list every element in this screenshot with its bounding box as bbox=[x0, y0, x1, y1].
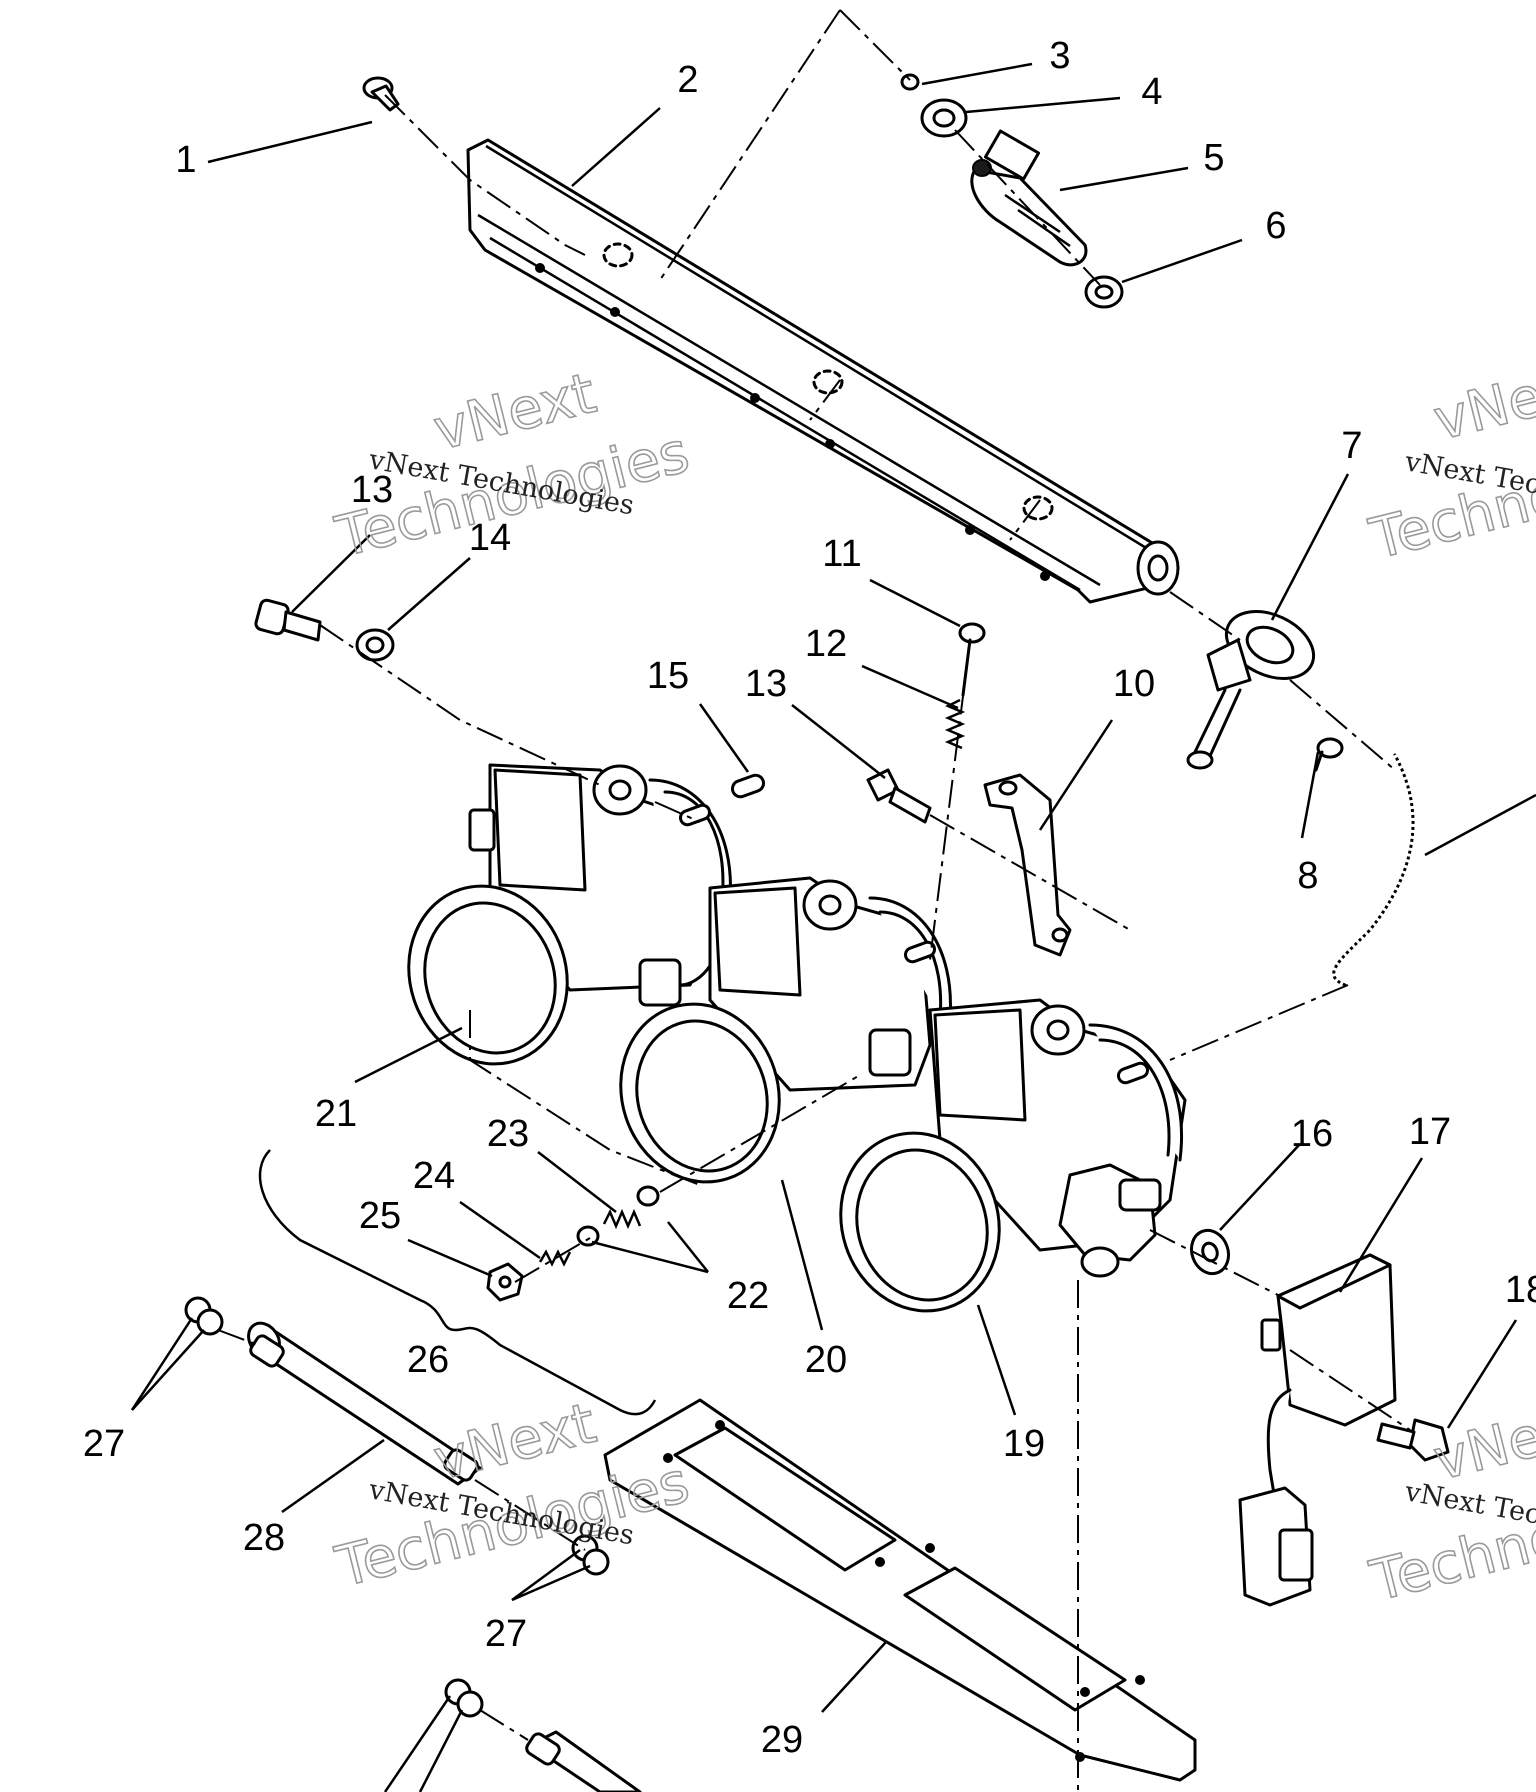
spring-12 bbox=[944, 698, 966, 750]
shaft-28 bbox=[247, 1321, 482, 1486]
callout-23: 23 bbox=[487, 1113, 529, 1155]
fuel-hose bbox=[1328, 752, 1536, 990]
grommet-4 bbox=[920, 98, 968, 138]
fuel-injector-5 bbox=[970, 129, 1088, 267]
callout-14: 14 bbox=[469, 517, 511, 559]
screw-8 bbox=[1314, 737, 1344, 772]
watermark-big-line1: vNext bbox=[1428, 1391, 1536, 1494]
bolt-13-middle bbox=[866, 768, 932, 824]
screw-24 bbox=[538, 1249, 572, 1267]
pin-15 bbox=[730, 773, 766, 799]
callout-8: 8 bbox=[1297, 855, 1318, 897]
callout-4: 4 bbox=[1141, 71, 1162, 113]
leader-lines bbox=[130, 62, 1518, 1792]
fuel-rail bbox=[466, 138, 1180, 604]
seal-6 bbox=[1084, 275, 1124, 309]
callout-12: 12 bbox=[805, 623, 847, 665]
bolt-13-left bbox=[254, 598, 322, 642]
o-ring-3 bbox=[900, 73, 920, 91]
callout-20: 20 bbox=[805, 1339, 847, 1381]
callout-25: 25 bbox=[359, 1195, 401, 1237]
callout-10: 10 bbox=[1113, 663, 1155, 705]
callout-21: 21 bbox=[315, 1093, 357, 1135]
callout-17: 17 bbox=[1409, 1111, 1451, 1153]
bolt-18 bbox=[1376, 1418, 1450, 1462]
sensor-module-17 bbox=[1238, 1253, 1397, 1607]
assembly-lines bbox=[217, 9, 1411, 1792]
callout-6: 6 bbox=[1265, 205, 1286, 247]
screw-1 bbox=[362, 76, 400, 112]
callout-27-lower: 27 bbox=[485, 1613, 527, 1655]
spring-23 bbox=[602, 1208, 642, 1230]
clip-27-upper bbox=[184, 1296, 224, 1336]
callout-29: 29 bbox=[761, 1719, 803, 1761]
callout-27-upper: 27 bbox=[83, 1423, 125, 1465]
callout-16: 16 bbox=[1291, 1113, 1333, 1155]
callout-2: 2 bbox=[677, 59, 698, 101]
callout-15: 15 bbox=[647, 655, 689, 697]
pressure-regulator-7 bbox=[1186, 610, 1316, 770]
bracket-10 bbox=[983, 773, 1072, 957]
callout-28: 28 bbox=[243, 1517, 285, 1559]
callout-13-middle: 13 bbox=[745, 663, 787, 705]
gasket-plate-29 bbox=[603, 1398, 1197, 1782]
clip-14 bbox=[355, 628, 395, 662]
washer-22 bbox=[576, 1185, 660, 1247]
nut-25 bbox=[486, 1262, 524, 1302]
clip-27-lower bbox=[571, 1534, 610, 1576]
washer-16 bbox=[1189, 1228, 1231, 1276]
callout-18: 18 bbox=[1505, 1269, 1536, 1311]
callout-13-left: 13 bbox=[351, 469, 393, 511]
callout-19: 19 bbox=[1003, 1423, 1045, 1465]
bracket-brace-26 bbox=[258, 1149, 657, 1416]
callout-22: 22 bbox=[727, 1275, 769, 1317]
callout-5: 5 bbox=[1203, 137, 1224, 179]
callout-7: 7 bbox=[1341, 425, 1362, 467]
shaft-lower bbox=[444, 1678, 642, 1792]
callout-11: 11 bbox=[822, 533, 861, 575]
callout-1: 1 bbox=[175, 139, 196, 181]
callout-labels: 1 2 3 4 5 6 7 8 10 11 12 13 13 14 15 16 … bbox=[83, 35, 1536, 1761]
throttle-body-assembly bbox=[407, 763, 1187, 1313]
screw-11 bbox=[958, 622, 986, 697]
callout-3: 3 bbox=[1049, 35, 1070, 77]
watermark-big-line1: vNext bbox=[1428, 351, 1536, 454]
callout-26: 26 bbox=[407, 1339, 449, 1381]
callout-24: 24 bbox=[413, 1155, 455, 1197]
